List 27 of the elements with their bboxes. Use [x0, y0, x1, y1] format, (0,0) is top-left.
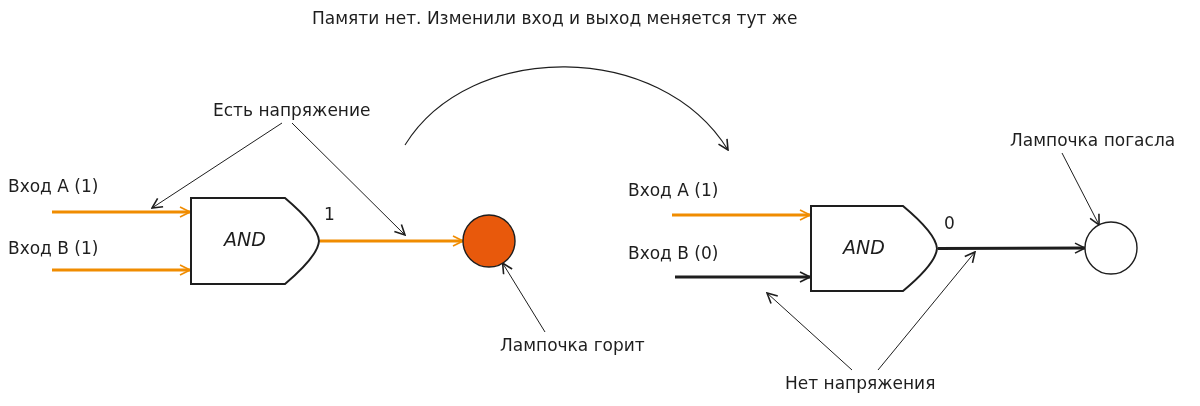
wire-label: Вход A (1) — [628, 180, 719, 200]
lamp-circle-off — [1084, 221, 1138, 275]
leader-line — [501, 262, 546, 333]
wire-label: Вход B (0) — [628, 243, 719, 263]
leader-line — [151, 122, 283, 209]
leader-line — [766, 292, 853, 371]
leader-line — [877, 251, 976, 371]
annotation-text: Нет напряжения — [785, 373, 936, 393]
wire-arrow — [938, 242, 1086, 254]
wire-arrow — [675, 271, 811, 283]
title-text: Памяти нет. Изменили вход и выход меняется тут же — [312, 8, 798, 28]
leader-line — [1061, 152, 1100, 226]
and-gate — [190, 197, 320, 285]
wire-arrow — [320, 235, 464, 247]
lamp-circle-lit — [462, 214, 516, 268]
annotation-text: Лампочка горит — [500, 335, 645, 355]
wire-label: Вход A (1) — [8, 176, 99, 196]
gate-label: AND — [222, 229, 267, 249]
annotation-text: Есть напряжение — [213, 100, 371, 120]
wire-arrow — [672, 209, 811, 221]
wire-label: Вход B (1) — [8, 238, 99, 258]
wire-arrow — [52, 206, 191, 218]
annotation-text: Лампочка погасла — [1010, 130, 1176, 150]
and-gate — [810, 205, 938, 292]
gate-label: AND — [841, 236, 886, 257]
wire-arrow — [52, 264, 191, 276]
leader-line — [291, 122, 406, 236]
